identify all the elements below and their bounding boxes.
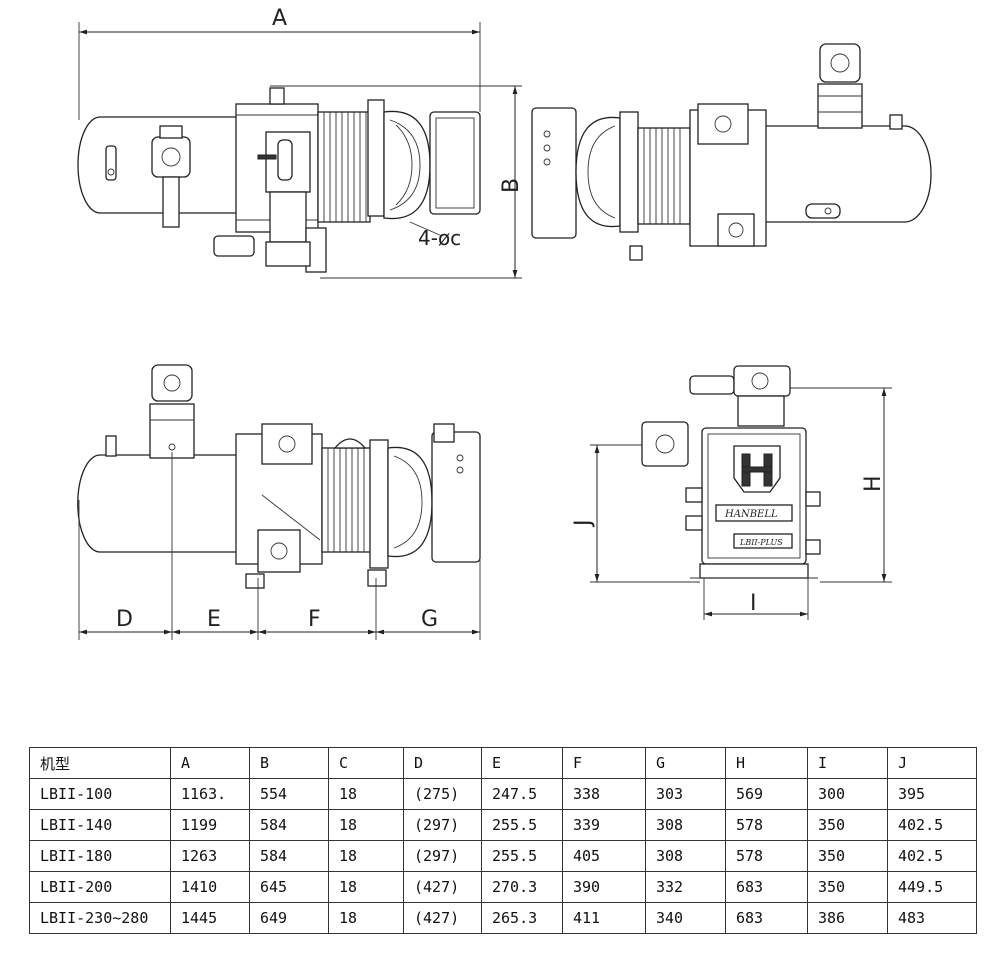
value-cell: 578 <box>725 809 808 841</box>
header-cell: G <box>645 747 726 779</box>
value-cell: 255.5 <box>481 809 563 841</box>
value-cell: 578 <box>725 840 808 872</box>
value-cell: 350 <box>807 840 888 872</box>
value-cell: 1445 <box>170 902 250 934</box>
value-cell: 1163. <box>170 778 250 810</box>
value-cell: (427) <box>403 902 482 934</box>
value-cell: 554 <box>249 778 329 810</box>
value-cell: 1263 <box>170 840 250 872</box>
value-cell: 350 <box>807 871 888 903</box>
header-cell: A <box>170 747 250 779</box>
top-view: A B <box>77 6 524 279</box>
model-cell: LBII-200 <box>29 871 171 903</box>
value-cell: 18 <box>328 840 404 872</box>
terminal-box <box>429 111 481 215</box>
dim-label-b: B <box>499 178 524 193</box>
dim-label-h: H <box>861 475 886 492</box>
side-view: D E F G <box>77 364 481 640</box>
value-cell: 645 <box>249 871 329 903</box>
dim-label-a: A <box>272 6 287 31</box>
value-cell: 247.5 <box>481 778 563 810</box>
value-cell: (427) <box>403 871 482 903</box>
value-cell: 1410 <box>170 871 250 903</box>
model-cell: LBII-230~280 <box>29 902 171 934</box>
value-cell: 338 <box>562 778 646 810</box>
value-cell: 18 <box>328 809 404 841</box>
value-cell: 265.3 <box>481 902 563 934</box>
nameplate-brand: HANBELL <box>724 509 778 520</box>
value-cell: 270.3 <box>481 871 563 903</box>
header-cell: B <box>249 747 329 779</box>
value-cell: 449.5 <box>887 871 977 903</box>
dim-label-j: J <box>571 520 596 529</box>
value-cell: 303 <box>645 778 726 810</box>
value-cell: (297) <box>403 840 482 872</box>
dim-label-f: F <box>308 607 321 632</box>
value-cell: 649 <box>249 902 329 934</box>
end-view: H J I HANBELL LBII-PLUS <box>571 365 892 620</box>
value-cell: 339 <box>562 809 646 841</box>
value-cell: 584 <box>249 809 329 841</box>
value-cell: 308 <box>645 809 726 841</box>
value-cell: 402.5 <box>887 840 977 872</box>
header-cell: 机型 <box>29 747 171 779</box>
value-cell: 390 <box>562 871 646 903</box>
model-cell: LBII-140 <box>29 809 171 841</box>
value-cell: 405 <box>562 840 646 872</box>
nameplate-model: LBII-PLUS <box>739 538 783 547</box>
model-cell: LBII-180 <box>29 840 171 872</box>
value-cell: 395 <box>887 778 977 810</box>
header-cell: J <box>887 747 977 779</box>
header-cell: D <box>403 747 482 779</box>
value-cell: 332 <box>645 871 726 903</box>
value-cell: 386 <box>807 902 888 934</box>
value-cell: (297) <box>403 809 482 841</box>
value-cell: 340 <box>645 902 726 934</box>
value-cell: 308 <box>645 840 726 872</box>
table-header-row: 机型 A B C D E F G H I J <box>29 747 977 779</box>
dim-label-g: G <box>421 607 438 632</box>
header-cell: C <box>328 747 404 779</box>
dim-label-i: I <box>750 591 757 616</box>
value-cell: 683 <box>725 902 808 934</box>
value-cell: 411 <box>562 902 646 934</box>
dim-label-e: E <box>207 607 221 632</box>
value-cell: 483 <box>887 902 977 934</box>
value-cell: 300 <box>807 778 888 810</box>
side-tank <box>77 454 246 553</box>
oil-separator-tank-right <box>759 125 932 223</box>
value-cell: 255.5 <box>481 840 563 872</box>
top-view-mirrored <box>531 43 932 261</box>
value-cell: 402.5 <box>887 809 977 841</box>
value-cell: 18 <box>328 902 404 934</box>
header-cell: E <box>481 747 563 779</box>
compressor-drawing: A B <box>77 6 932 640</box>
value-cell: 569 <box>725 778 808 810</box>
value-cell: 584 <box>249 840 329 872</box>
value-cell: 18 <box>328 778 404 810</box>
value-cell: 18 <box>328 871 404 903</box>
header-cell: F <box>562 747 646 779</box>
dim-label-d: D <box>116 607 133 632</box>
header-cell: I <box>807 747 888 779</box>
motor-fins <box>317 111 371 223</box>
value-cell: 1199 <box>170 809 250 841</box>
value-cell: 683 <box>725 871 808 903</box>
header-cell: H <box>725 747 808 779</box>
model-cell: LBII-100 <box>29 778 171 810</box>
value-cell: (275) <box>403 778 482 810</box>
dim-label-4-holes: 4-øc <box>418 226 461 250</box>
value-cell: 350 <box>807 809 888 841</box>
